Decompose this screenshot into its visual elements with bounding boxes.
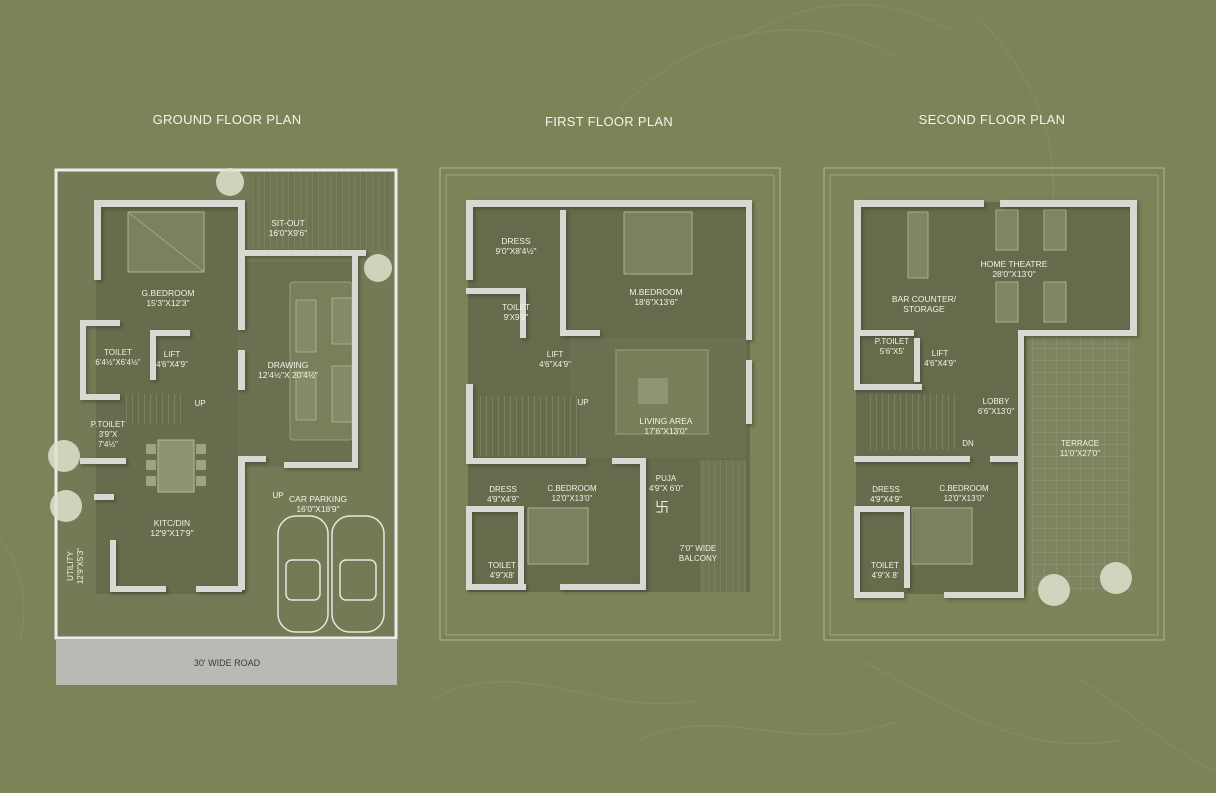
balcony-deck bbox=[700, 460, 746, 592]
first-stairs bbox=[476, 396, 580, 456]
label-first-up: UP bbox=[577, 398, 589, 407]
c-bed-first bbox=[527, 507, 589, 565]
swastika-icon: 卐 bbox=[655, 499, 669, 515]
sitout-deck bbox=[250, 172, 390, 250]
label-up-parking: UP bbox=[272, 491, 284, 500]
second-stairs bbox=[866, 394, 956, 450]
label-bar-counter: BAR COUNTER/STORAGE bbox=[891, 294, 957, 314]
plant-icons bbox=[48, 168, 392, 522]
road bbox=[56, 640, 397, 685]
c-bed-second bbox=[911, 507, 973, 565]
first-floor-title: FIRST FLOOR PLAN bbox=[544, 114, 674, 129]
label-second-dn: DN bbox=[962, 439, 974, 448]
second-floor-plan bbox=[823, 167, 1165, 641]
ground-floor-plan bbox=[48, 168, 398, 685]
terrace-plants bbox=[1038, 562, 1132, 606]
first-floor-plan bbox=[439, 167, 781, 641]
ground-stairs bbox=[126, 394, 186, 424]
m-bed bbox=[623, 211, 693, 275]
road-label: 30' WIDE ROAD bbox=[193, 658, 261, 668]
ground-floor-title: GROUND FLOOR PLAN bbox=[152, 112, 302, 127]
second-floor-title: SECOND FLOOR PLAN bbox=[918, 112, 1066, 127]
car-parking-cars bbox=[277, 515, 385, 633]
background-contours bbox=[0, 4, 1216, 771]
dining-table bbox=[157, 439, 195, 493]
label-up-stairs: UP bbox=[194, 399, 206, 408]
terrace-tiles bbox=[1030, 338, 1132, 592]
